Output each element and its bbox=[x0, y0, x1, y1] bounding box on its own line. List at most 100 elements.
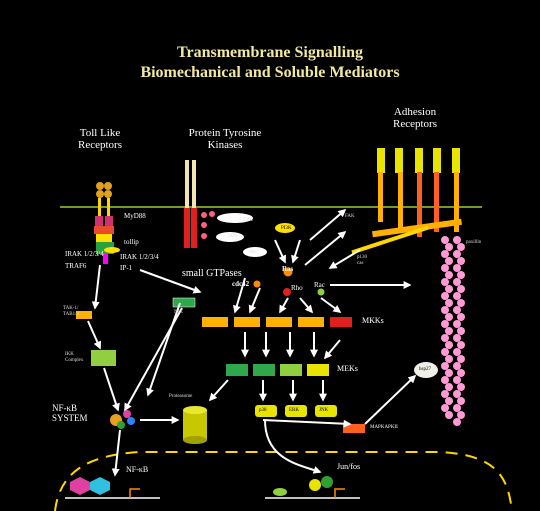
junfos-nuclear bbox=[265, 476, 360, 499]
label-myd88: MyD88 bbox=[124, 212, 146, 220]
label-p38: p38 bbox=[259, 408, 267, 413]
jnk-box bbox=[315, 405, 337, 417]
label-cdc42: cdc42 bbox=[232, 280, 250, 288]
node-rac bbox=[317, 288, 325, 296]
actin-bead bbox=[445, 327, 453, 335]
label-junfos: Jun/fos bbox=[337, 462, 361, 471]
actin-bead bbox=[441, 376, 449, 384]
actin-filaments bbox=[441, 236, 465, 426]
tak1-box bbox=[76, 311, 92, 319]
node-ras bbox=[283, 267, 293, 277]
label-proteasome: Proteasome bbox=[169, 394, 193, 399]
ikk-box bbox=[91, 350, 116, 366]
actin-bead bbox=[457, 243, 465, 251]
actin-bead bbox=[445, 313, 453, 321]
mkk-row bbox=[202, 317, 352, 327]
node-cdc42 bbox=[253, 280, 261, 288]
label-erk: ERK bbox=[289, 408, 299, 413]
actin-bead bbox=[453, 404, 461, 412]
diagram-title-line2: Biomechanical and Soluble Mediators bbox=[140, 64, 400, 81]
actin-bead bbox=[453, 278, 461, 286]
actin-bead bbox=[457, 341, 465, 349]
actin-bead bbox=[453, 348, 461, 356]
actin-bead bbox=[453, 264, 461, 272]
pathway-arrows bbox=[87, 208, 417, 477]
actin-bead bbox=[441, 278, 449, 286]
actin-bead bbox=[457, 397, 465, 405]
label-cas: p130 cas bbox=[357, 255, 367, 266]
proteasome-graphic bbox=[183, 406, 207, 444]
label-traf6: TRAF6 bbox=[65, 262, 87, 270]
label-mkks: MKKs bbox=[362, 316, 384, 325]
actin-bead bbox=[445, 369, 453, 377]
actin-bead bbox=[441, 320, 449, 328]
actin-bead bbox=[453, 292, 461, 300]
actin-bead bbox=[453, 418, 461, 426]
actin-bead bbox=[457, 327, 465, 335]
label-small-gtpases: small GTPases bbox=[182, 268, 242, 279]
actin-bead bbox=[441, 362, 449, 370]
mapkapkii-box bbox=[343, 424, 365, 433]
adhesion-receptors-label: Adhesion Receptors bbox=[393, 106, 437, 130]
actin-bead bbox=[457, 369, 465, 377]
label-grb2: Grb2 bbox=[243, 218, 254, 223]
actin-bead bbox=[453, 236, 461, 244]
actin-bead bbox=[453, 334, 461, 342]
label-irak: IRAK 1/2/3/4 bbox=[65, 250, 104, 258]
label-hsp27: hsp27 bbox=[419, 367, 431, 372]
actin-bead bbox=[441, 306, 449, 314]
toll-like-receptors-label: Toll Like Receptors bbox=[78, 127, 122, 151]
label-rho: Rho bbox=[291, 284, 303, 292]
mek-row bbox=[226, 364, 329, 376]
actin-bead bbox=[453, 376, 461, 384]
label-mapkapkii: MAPKAPKII bbox=[370, 425, 398, 430]
label-tollip: tollip bbox=[124, 238, 139, 246]
label-ras: Ras bbox=[282, 265, 294, 273]
ptk-receptor-graphic bbox=[184, 160, 295, 257]
hsp27-node bbox=[414, 362, 438, 378]
label-rac: Rac bbox=[314, 281, 325, 289]
nfkb-nuclear bbox=[65, 477, 160, 499]
actin-bead bbox=[441, 250, 449, 258]
label-nfkb-nuclear: NF-κB bbox=[126, 465, 149, 474]
label-ip1: IP-1 bbox=[120, 264, 133, 272]
label-shc: Shc bbox=[249, 250, 257, 255]
actin-bead bbox=[441, 348, 449, 356]
actin-bead bbox=[457, 257, 465, 265]
actin-bead bbox=[457, 299, 465, 307]
actin-bead bbox=[441, 236, 449, 244]
actin-bead bbox=[445, 271, 453, 279]
actin-bead bbox=[457, 313, 465, 321]
actin-bead bbox=[445, 383, 453, 391]
label-jnk: JNK bbox=[319, 408, 329, 413]
actin-bead bbox=[445, 411, 453, 419]
nucleus-membrane bbox=[54, 451, 513, 511]
actin-bead bbox=[453, 390, 461, 398]
diagram-title-line1: Transmembrane Signalling bbox=[177, 44, 363, 61]
actin-bead bbox=[453, 362, 461, 370]
actin-bead bbox=[445, 299, 453, 307]
actin-bead bbox=[441, 292, 449, 300]
actin-bead bbox=[445, 257, 453, 265]
actin-bead bbox=[457, 285, 465, 293]
actin-bead bbox=[445, 355, 453, 363]
actin-bead bbox=[445, 285, 453, 293]
actin-bead bbox=[441, 334, 449, 342]
actin-bead bbox=[445, 243, 453, 251]
actin-bead bbox=[453, 306, 461, 314]
nik-box bbox=[172, 297, 196, 308]
node-rho bbox=[283, 288, 291, 296]
label-sos: SOS bbox=[228, 234, 238, 239]
label-ikk: IKK Complex bbox=[65, 352, 84, 363]
label-irak-b: IRAK 1/2/3/4 bbox=[120, 253, 159, 261]
label-pi3k: PI3K bbox=[281, 226, 292, 231]
erk-box bbox=[285, 405, 307, 417]
actin-bead bbox=[453, 250, 461, 258]
actin-bead bbox=[457, 411, 465, 419]
actin-bead bbox=[445, 341, 453, 349]
label-tak1: TAK-1/ TAB1/2 bbox=[63, 306, 79, 317]
actin-bead bbox=[441, 264, 449, 272]
label-nik: NIK bbox=[174, 310, 183, 315]
